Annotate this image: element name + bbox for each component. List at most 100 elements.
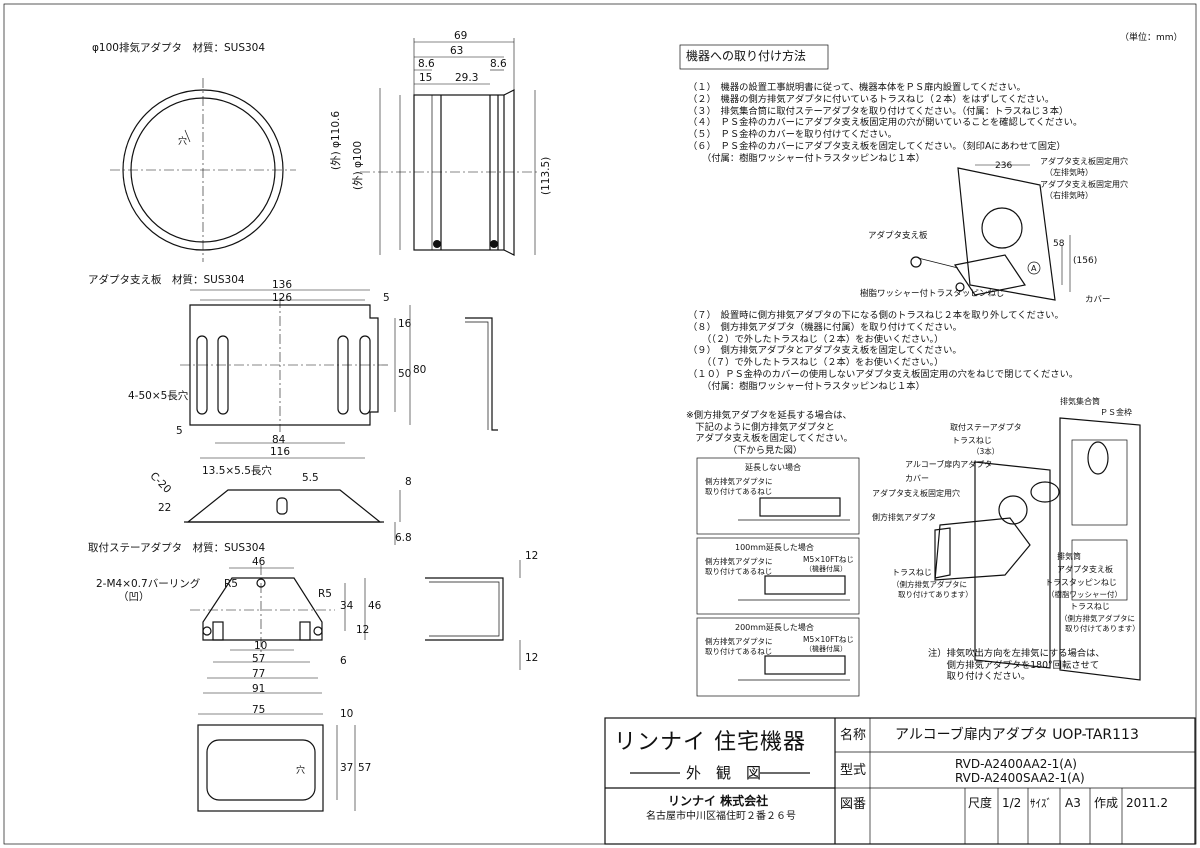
fig1-d58: 58 (1053, 239, 1065, 249)
dim-12-b: 12 (525, 550, 539, 562)
unit-note: （単位：mm） (1120, 33, 1183, 43)
fig2-truss3: トラスねじ (1070, 602, 1110, 611)
mounting-steps-1: （１） 機器の設置工事説明書に従って、機器本体をＰＳ扉内設置してください。 （２… (688, 82, 1082, 165)
step-9: （９） 側方排気アダプタとアダプタ支え板を固定してください。 (688, 345, 962, 357)
extension-boxes (696, 457, 860, 697)
drawing-type: 外 観 図 (686, 764, 762, 782)
dim-113-5: (113.5) (540, 156, 552, 195)
dim-29-3: 29.3 (455, 72, 479, 84)
step-7: （７） 設置時に側方排気アダプタの下になる側のトラスねじ２本を取り外してください… (688, 310, 1064, 321)
step-6-note: （付属：樹脂ワッシャー付トラスタッピンねじ１本） (688, 152, 925, 164)
exhaust-adapter-side-view (360, 38, 540, 256)
dim-outer-100: (外) φ100 (352, 141, 364, 190)
dim-6: 6 (340, 655, 347, 667)
fig1-washer-screw: 樹脂ワッシャー付トラスタッピンねじ (860, 289, 1005, 299)
fig2-side-adapter: 側方排気アダプタ (872, 513, 936, 522)
fig2-tapping: トラスタッピンねじ (1045, 578, 1117, 587)
burring-note: （凹） (118, 591, 150, 603)
dim-8-6-a: 8.6 (418, 58, 435, 70)
fig2-hole: アダプタ支え板固定用穴 (872, 489, 960, 498)
mounting-figure-2 (934, 417, 1141, 681)
dim-84: 84 (272, 434, 286, 446)
ext-box-2-label1: 側方排気アダプタに (705, 557, 773, 566)
company-address: 名古屋市中川区福住町２番２６号 (646, 811, 796, 822)
step-8-note: （（２）で外したトラスねじ（２本）をお使いください。） (688, 333, 944, 345)
fig2-attached3: （側方排気アダプタに (1060, 614, 1135, 623)
ext-box-3-label2: 取り付けてあるねじ (705, 647, 773, 656)
fig2-attached2: 取り付けてあります） (898, 590, 973, 599)
fig2-support: アダプタ支え板 (1057, 565, 1113, 574)
dim-136: 136 (272, 279, 293, 291)
step-9-note: （（７）で外したトラスねじ（２本）をお使いください。） (688, 357, 944, 369)
step-3: （３） 排気集合筒に取付ステーアダプタを取り付けてください。（付属：トラスねじ３… (688, 105, 1069, 117)
dim-57: 57 (252, 653, 266, 665)
ext-box-3-label1: 側方排気アダプタに (705, 637, 773, 646)
fig1-mark-a: A (1031, 264, 1037, 273)
ext-box-2-title: 100mm延長した場合 (735, 543, 814, 552)
ext-box-2-label2: 取り付けてあるねじ (705, 567, 773, 576)
dim-5-5: 5.5 (302, 472, 319, 484)
slot-13-5: 13.5×5.5長穴 (202, 465, 272, 477)
footnote-1: 注）排気吹出方向を左排気にする場合は、 (928, 648, 1105, 659)
dim-69: 69 (454, 30, 468, 42)
fig2-three: （3本） (972, 447, 1000, 456)
ext-box-2-screw: M5×10FTねじ (803, 555, 854, 564)
model-value-2: RVD-A2400SAA2-1(A) (955, 771, 1085, 785)
bottom-hole-mark: 穴 (296, 766, 306, 776)
step-10-note: （付属：樹脂ワッシャー付トラスタッピンねじ１本） (688, 380, 925, 392)
fig2-exhaust-tube: 排気筒 (1057, 552, 1081, 561)
burring-label: 2-M4×0.7バーリング (96, 578, 201, 590)
step-4: （４） ＰＳ金枠のカバーにアダプタ支え板固定用の穴が開いていることを確認してくだ… (688, 117, 1083, 129)
dim-75: 75 (252, 704, 266, 716)
ext-box-1-label2: 取り付けてあるねじ (705, 487, 773, 496)
fig1-hole-left: アダプタ支え板固定用穴 (1040, 157, 1128, 166)
dim-outer-110-6: (外) φ110.6 (330, 110, 342, 170)
fig2-resin: （樹脂ワッシャー付） (1047, 590, 1122, 599)
fig2-collect: 排気集合筒 (1060, 397, 1100, 406)
sheet-border (3, 3, 1197, 845)
model-value-1: RVD-A2400AA2-1(A) (955, 757, 1077, 771)
drawing-no-label: 図番 (840, 797, 867, 812)
dim-80: 80 (413, 364, 427, 376)
radius-left: R5 (224, 578, 238, 590)
step-6: （６） ＰＳ金枠のカバーにアダプタ支え板を固定してください。（刻印Aにあわせて固… (688, 140, 1066, 152)
slot-label: 4-50×5長穴 (128, 390, 189, 402)
dim-12-c: 12 (525, 652, 539, 664)
fig1-d156: (156) (1073, 256, 1098, 266)
dim-8: 8 (405, 476, 412, 488)
dim-46-side: 46 (368, 600, 382, 612)
dim-116: 116 (270, 446, 291, 458)
stay-adapter-view (190, 560, 521, 694)
dim-34: 34 (340, 600, 354, 612)
ext-box-1-title: 延長しない場合 (745, 463, 801, 472)
dim-5-bottom: 5 (176, 425, 183, 437)
ext-note-2: 下記のように側方排気アダプタと (686, 421, 835, 433)
fig1-cover: カバー (1085, 295, 1111, 305)
fig1-d236: 236 (995, 161, 1013, 171)
step-5: （５） ＰＳ金枠のカバーを取り付けてください。 (688, 129, 897, 141)
ext-box-1-label1: 側方排気アダプタに (705, 477, 773, 486)
fig2-truss2: トラスねじ (892, 568, 932, 577)
mounting-figure-1 (910, 164, 1071, 301)
company-logo: リンナイ 住宅機器 (614, 730, 806, 755)
fig2-cover: カバー (905, 474, 929, 483)
ext-box-3-note: （機器付属） (805, 645, 847, 653)
extension-note: ※側方排気アダプタを延長する場合は、 下記のように側方排気アダプタと アダプタ支… (686, 410, 853, 456)
dim-77: 77 (252, 668, 266, 680)
step-10: （１０）ＰＳ金枠のカバーの使用しないアダプタ支え板固定用の穴をねじで閉じてくださ… (688, 368, 1079, 380)
dim-22: 22 (158, 502, 172, 514)
dim-10-b: 10 (340, 708, 354, 720)
title-block-frame (604, 44, 1196, 845)
fig2-ps-frame: ＰＳ金枠 (1100, 408, 1132, 417)
dim-15: 15 (419, 72, 433, 84)
ext-note-1: ※側方排気アダプタを延長する場合は、 (686, 410, 852, 421)
fig2-attached1: （側方排気アダプタに (892, 580, 967, 589)
ext-box-3-screw: M5×10FTねじ (803, 635, 854, 644)
dim-10: 10 (254, 640, 268, 652)
date-label: 作成 (1094, 796, 1119, 810)
company-name: リンナイ 株式会社 (668, 794, 769, 808)
ext-box-3-title: 200mm延長した場合 (735, 623, 814, 632)
step-2: （２） 機器の側方排気アダプタに付いているトラスねじ（２本）をはずしてください。 (688, 93, 1055, 105)
dim-16: 16 (398, 318, 412, 330)
